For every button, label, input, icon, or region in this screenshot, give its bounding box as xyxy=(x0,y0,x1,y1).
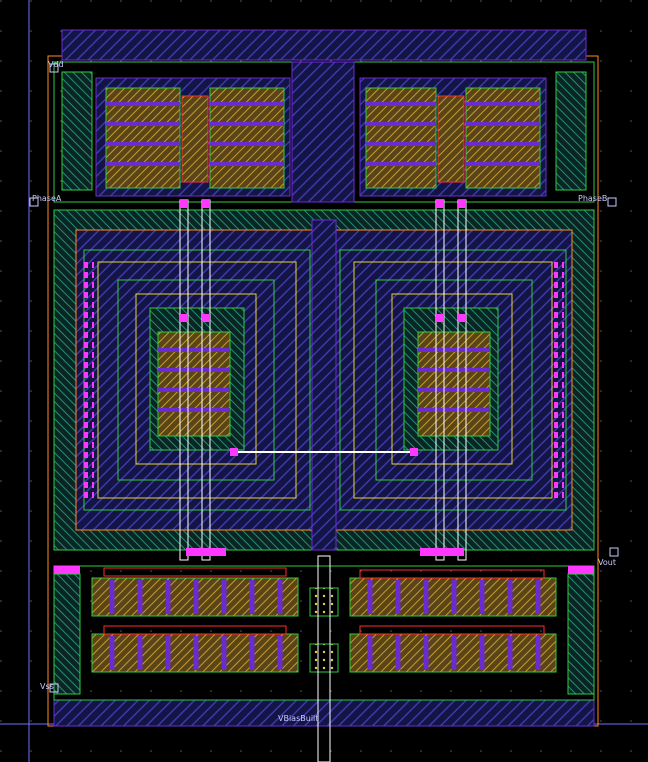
cell-boundary xyxy=(47,29,599,727)
guard-ring-region[interactable] xyxy=(53,209,595,551)
pin-label-phase-b[interactable]: PhaseB xyxy=(578,194,608,203)
pin-label-phase-a[interactable]: PhaseA xyxy=(32,194,62,203)
pin-label-vdd[interactable]: Vdd xyxy=(48,60,64,69)
via-contacts xyxy=(180,200,466,556)
pin-label-vss[interactable]: Vss xyxy=(40,682,54,691)
top-transistor-row[interactable] xyxy=(53,61,595,203)
pin-label-vout[interactable]: Vout xyxy=(598,558,616,567)
pin-label-vbias[interactable]: VBiasBuilt xyxy=(278,714,319,723)
pin-markers[interactable] xyxy=(29,63,619,693)
bottom-transistor-row[interactable] xyxy=(53,555,595,762)
